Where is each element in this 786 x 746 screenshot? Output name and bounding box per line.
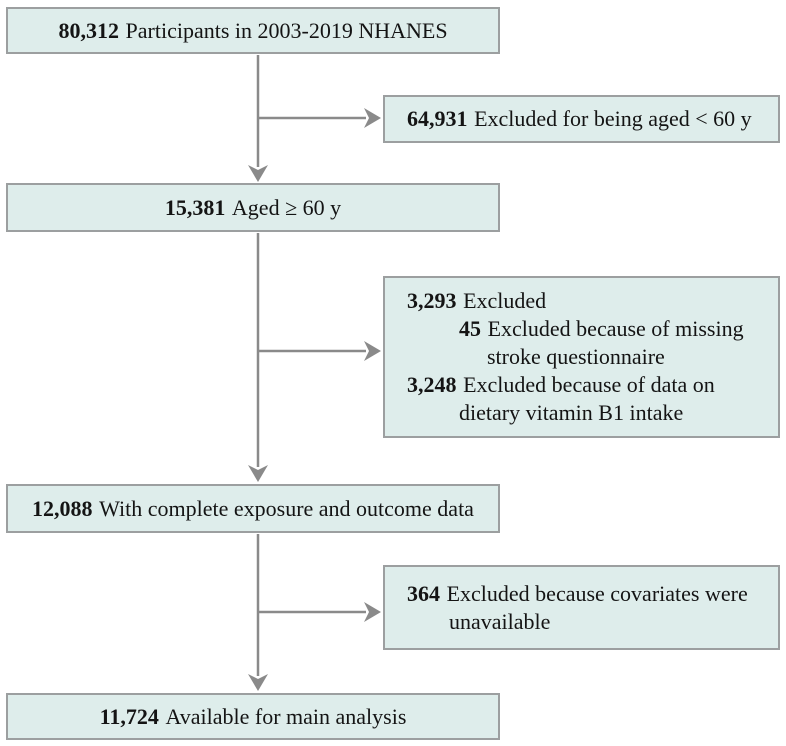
count-value: 80,312 [58, 17, 119, 43]
right-arrowhead-2-icon [364, 341, 381, 361]
count-value: 12,088 [32, 495, 93, 521]
down-arrowhead-2-icon [248, 465, 268, 482]
count-label: dietary vitamin B1 intake [459, 400, 684, 425]
count-label: With complete exposure and outcome data [99, 495, 474, 521]
exclusion-line: unavailable [407, 608, 772, 636]
count-label: Excluded because of data on [463, 372, 715, 397]
count-value: 364 [407, 580, 440, 606]
count-value: 3,293 [407, 288, 457, 313]
count-value: 11,724 [99, 703, 159, 729]
count-label: Excluded for being aged < 60 y [474, 106, 752, 131]
down-arrowhead-3-icon [248, 674, 268, 691]
down-arrowhead-1-icon [248, 165, 268, 182]
count-label: Excluded [463, 288, 547, 313]
right-arrowhead-3-icon [364, 602, 381, 622]
count-label: Participants in 2003-2019 NHANES [125, 17, 448, 43]
count-label: Aged ≥ 60 y [231, 194, 342, 220]
exclusion-line: dietary vitamin B1 intake [407, 399, 772, 427]
count-value: 3,248 [407, 372, 457, 397]
count-value: 15,381 [164, 194, 226, 220]
count-label: Available for main analysis [165, 703, 407, 729]
count-value: 45 [459, 316, 481, 341]
exclusion-line: stroke questionnaire [407, 343, 772, 371]
count-label: unavailable [449, 608, 551, 634]
right-arrowhead-1-icon [364, 108, 381, 128]
count-label: Excluded because covariates were [446, 580, 748, 606]
count-label: stroke questionnaire [487, 344, 665, 369]
count-value: 64,931 [407, 106, 468, 131]
count-label: Excluded because of missing [487, 316, 744, 341]
